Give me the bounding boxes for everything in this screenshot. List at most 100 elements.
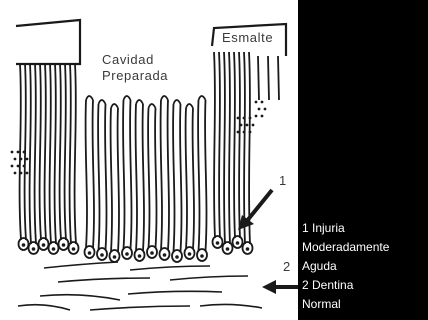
cell-nucleus	[62, 243, 66, 247]
tubule-left	[55, 64, 56, 244]
tubule-cap	[124, 96, 131, 100]
tubule-cap	[186, 104, 193, 108]
tubule-left	[50, 64, 51, 244]
tubule-left	[65, 64, 66, 240]
stipple-dot	[243, 131, 246, 134]
tooth-sketch	[0, 0, 298, 320]
tubule-center	[193, 108, 194, 249]
tubule-center	[111, 108, 112, 252]
stipple-dot	[237, 131, 240, 134]
tubule-left	[45, 64, 46, 240]
cell-nucleus	[22, 243, 26, 247]
cell-nucleus	[163, 253, 167, 257]
enamel-block-left	[16, 20, 80, 64]
tubule-right	[234, 52, 235, 238]
stipple-dot	[255, 115, 258, 118]
cell-nucleus	[32, 247, 36, 251]
tubule-cap	[199, 96, 206, 100]
cell-nucleus	[138, 254, 142, 258]
cell-nucleus	[226, 247, 230, 251]
stipple-dot	[243, 117, 246, 120]
cell-nucleus	[88, 251, 92, 255]
tubule-left	[30, 64, 31, 244]
tubule-left	[60, 64, 61, 240]
tubule-left	[75, 64, 76, 244]
stipple-dot	[17, 151, 20, 154]
dentinal-tubules	[19, 52, 280, 262]
tubule-left	[20, 64, 21, 240]
tubule-center	[86, 100, 87, 248]
stipple-dot	[258, 108, 261, 111]
tubule-right	[239, 52, 240, 238]
label-preparada: Preparada	[102, 68, 168, 83]
tubule-cap	[149, 104, 156, 108]
cell-nucleus	[216, 241, 220, 245]
cell-nucleus	[246, 247, 250, 251]
dentin-stroke	[44, 262, 118, 268]
tubule-cap	[99, 100, 106, 104]
dentin-strokes	[18, 262, 262, 310]
stipple-dot	[249, 117, 252, 120]
tubule-center	[136, 104, 137, 251]
stipple-dot	[14, 158, 17, 161]
tubule-center	[98, 104, 99, 250]
tubule-left	[35, 64, 36, 244]
cell-nucleus	[42, 243, 46, 247]
dentin-stroke	[200, 304, 262, 308]
stipple-dot	[17, 165, 20, 168]
tubule-right	[244, 52, 245, 244]
stipple-dot	[20, 172, 23, 175]
arrow-2-icon	[262, 280, 298, 294]
tubule-center	[123, 100, 124, 249]
tubule-center	[130, 100, 131, 249]
dentin-stroke	[130, 266, 210, 270]
label-esmalte: Esmalte	[222, 30, 273, 45]
tubule-short	[268, 56, 269, 100]
cell-nucleus	[188, 252, 192, 256]
tubule-right	[229, 52, 230, 244]
tubule-center	[93, 100, 94, 248]
tubule-center	[161, 100, 162, 250]
tubule-center	[186, 108, 187, 249]
tubule-center	[155, 108, 156, 248]
stipple-dot	[26, 172, 29, 175]
tubule-right	[214, 52, 215, 238]
dentin-stroke	[40, 295, 120, 300]
legend-line-5: Normal	[302, 297, 341, 312]
dentin-stroke	[90, 306, 190, 310]
tubule-center	[105, 104, 106, 250]
cell-nucleus	[52, 247, 56, 251]
stipple-dot	[252, 124, 255, 127]
tubule-cap	[111, 104, 118, 108]
stipple-dot	[261, 101, 264, 104]
cell-nucleus	[175, 255, 179, 259]
stipple-dot	[23, 151, 26, 154]
stipple-dot	[23, 165, 26, 168]
dentin-stroke	[18, 305, 70, 310]
tubule-short	[258, 56, 259, 100]
stipple-dot	[249, 131, 252, 134]
tubule-cap	[86, 96, 93, 100]
tubule-center	[118, 108, 119, 252]
marker-1: 1	[279, 173, 287, 188]
cell-nucleus	[200, 254, 204, 258]
stipple-dots	[11, 101, 267, 175]
cell-nucleus	[125, 252, 129, 256]
tubule-right	[219, 52, 220, 238]
tubule-center	[205, 100, 206, 251]
cell-nucleus	[150, 251, 154, 255]
tubule-center	[143, 104, 144, 251]
dentin-stroke	[128, 291, 222, 294]
stipple-dot	[261, 115, 264, 118]
stipple-dot	[26, 158, 29, 161]
stipple-dot	[264, 108, 267, 111]
tubule-short	[278, 56, 279, 100]
tubule-cap	[161, 96, 168, 100]
legend-line-4: 2 Dentina	[302, 278, 353, 293]
tubule-center	[198, 100, 199, 251]
cell-nucleus	[236, 241, 240, 245]
tubule-cap	[136, 100, 143, 104]
tubule-right	[224, 52, 225, 244]
legend-line-3: Aguda	[302, 259, 337, 274]
